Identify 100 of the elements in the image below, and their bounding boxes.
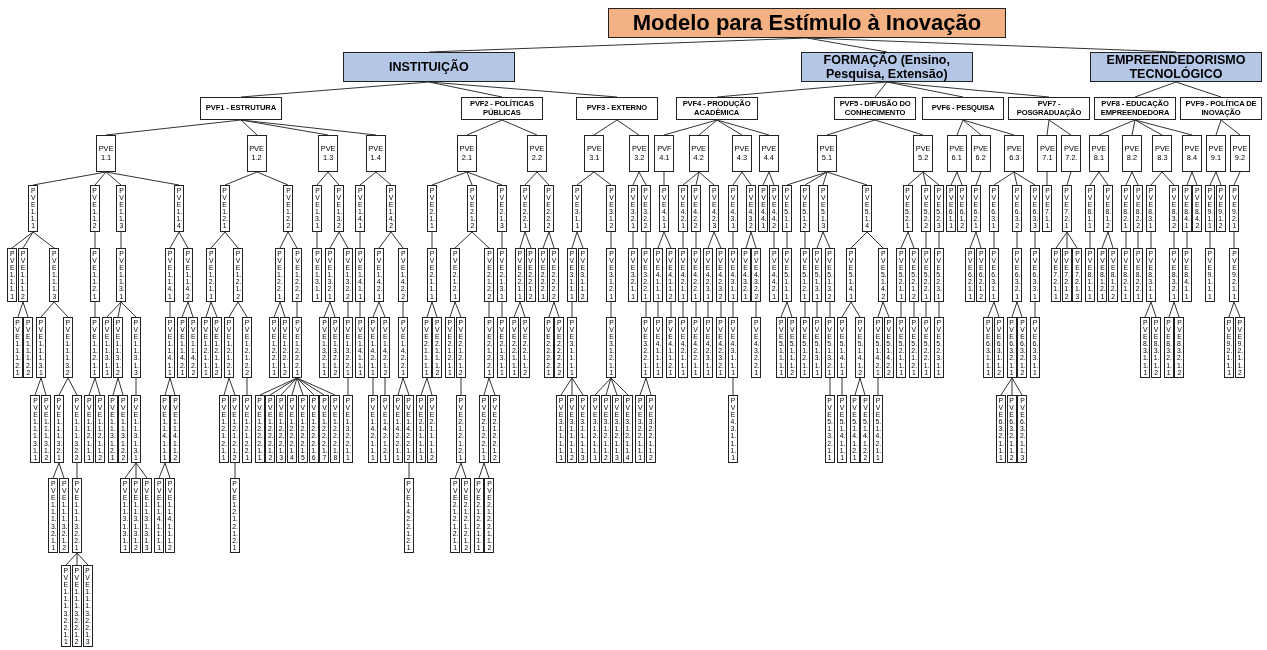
connector-line bbox=[1125, 231, 1127, 249]
connector-line bbox=[638, 171, 647, 186]
connector-line bbox=[720, 301, 722, 318]
connector-line bbox=[1168, 301, 1175, 318]
connector-line bbox=[390, 231, 404, 249]
connector-line bbox=[1233, 171, 1241, 186]
connector-line bbox=[17, 301, 24, 318]
connector-line bbox=[695, 301, 697, 318]
connector-line bbox=[210, 301, 218, 318]
connector-line bbox=[695, 171, 700, 186]
connector-line bbox=[372, 301, 380, 318]
connector-line bbox=[329, 231, 340, 249]
connector-line bbox=[975, 231, 982, 249]
connector-line bbox=[135, 462, 148, 479]
connector-line bbox=[454, 231, 473, 249]
connector-line bbox=[560, 377, 573, 396]
connector-line bbox=[874, 81, 888, 98]
connector-line bbox=[269, 377, 298, 396]
connector-line bbox=[822, 171, 828, 186]
connector-line bbox=[605, 377, 612, 396]
connector-line bbox=[829, 301, 831, 318]
connector-line bbox=[280, 377, 298, 396]
category-box: INSTITUIÇÃO bbox=[342, 52, 515, 82]
connector-line bbox=[402, 377, 410, 396]
connector-line bbox=[732, 301, 734, 318]
connector-line bbox=[52, 462, 60, 479]
connector-line bbox=[593, 119, 618, 136]
connector-line bbox=[841, 301, 852, 318]
connector-line bbox=[755, 301, 757, 318]
connector-line bbox=[454, 301, 462, 318]
connector-line bbox=[1191, 171, 1198, 186]
connector-line bbox=[645, 301, 647, 318]
connector-line bbox=[273, 301, 281, 318]
connector-line bbox=[164, 462, 171, 479]
connector-line bbox=[431, 231, 433, 249]
connector-line bbox=[259, 377, 298, 396]
connector-line bbox=[1011, 301, 1018, 318]
connector-line bbox=[576, 171, 595, 186]
connector-line bbox=[296, 377, 336, 396]
connector-line bbox=[408, 462, 410, 479]
connector-line bbox=[663, 119, 718, 136]
connector-line bbox=[682, 231, 684, 249]
connector-line bbox=[682, 301, 684, 318]
connector-line bbox=[223, 377, 230, 396]
connector-line bbox=[707, 301, 709, 318]
connector-line bbox=[854, 377, 861, 396]
connector-line bbox=[553, 301, 560, 318]
connector-line bbox=[993, 231, 995, 249]
connector-line bbox=[913, 301, 915, 318]
connector-line bbox=[224, 171, 258, 186]
connector-line bbox=[1066, 231, 1078, 249]
connector-line bbox=[571, 231, 578, 249]
connector-line bbox=[279, 301, 286, 318]
connector-line bbox=[1186, 231, 1188, 249]
connector-line bbox=[657, 231, 665, 249]
connector-line bbox=[296, 377, 304, 396]
connector-line bbox=[323, 301, 331, 318]
connector-line bbox=[347, 377, 349, 396]
connector-line bbox=[483, 377, 490, 396]
connector-line bbox=[53, 301, 69, 318]
connector-line bbox=[228, 301, 239, 318]
connector-line bbox=[682, 171, 700, 186]
connector-line bbox=[181, 301, 189, 318]
connector-line bbox=[762, 171, 770, 186]
connector-line bbox=[610, 231, 612, 249]
connector-line bbox=[632, 231, 634, 249]
connector-line bbox=[826, 119, 876, 136]
connector-line bbox=[67, 377, 78, 396]
connector-line bbox=[768, 171, 775, 186]
connector-line bbox=[962, 119, 982, 136]
connector-line bbox=[1209, 231, 1211, 249]
connector-line bbox=[384, 377, 386, 396]
connector-line bbox=[296, 377, 315, 396]
connector-line bbox=[841, 377, 843, 396]
connector-line bbox=[34, 377, 42, 396]
connector-line bbox=[773, 231, 775, 249]
connector-line bbox=[594, 377, 612, 396]
connector-line bbox=[610, 377, 618, 396]
connector-line bbox=[88, 377, 96, 396]
connector-line bbox=[900, 231, 909, 249]
connector-line bbox=[1215, 171, 1222, 186]
connector-line bbox=[1066, 171, 1072, 186]
connector-line bbox=[94, 301, 96, 318]
connector-line bbox=[431, 301, 438, 318]
connector-line bbox=[466, 171, 503, 186]
connector-line bbox=[750, 231, 757, 249]
connector-line bbox=[466, 171, 473, 186]
connector-line bbox=[460, 377, 462, 396]
connector-line bbox=[164, 377, 171, 396]
connector-line bbox=[40, 377, 47, 396]
connector-line bbox=[938, 301, 940, 318]
connector-line bbox=[993, 301, 1000, 318]
connector-line bbox=[454, 462, 462, 479]
connector-line bbox=[296, 377, 325, 396]
connector-line bbox=[1215, 119, 1222, 136]
connector-line bbox=[449, 301, 456, 318]
connector-line bbox=[117, 377, 124, 396]
connector-line bbox=[786, 231, 788, 249]
category-box: EMPREENDEDORISMO TECNOLÓGICO bbox=[1090, 52, 1262, 82]
connector-line bbox=[483, 462, 490, 479]
